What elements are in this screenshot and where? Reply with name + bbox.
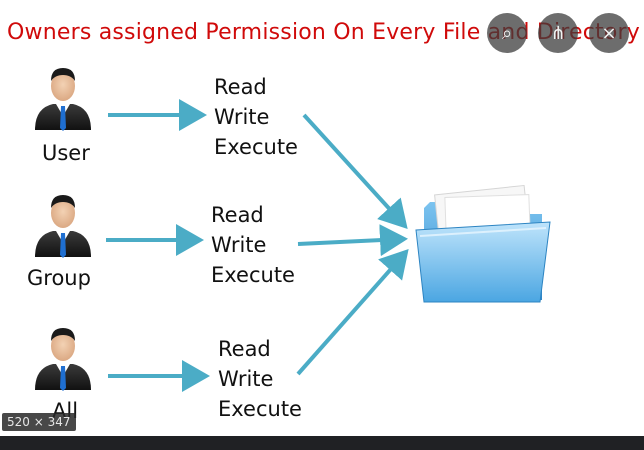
permission-diagram: User Group All Read Write Execute Read W… — [27, 68, 551, 423]
visual-search-icon[interactable]: ⌕ — [487, 13, 527, 53]
group-to-folder-arrow — [297, 224, 408, 257]
diagram-title: Owners assigned Permission On Every File… — [7, 20, 641, 45]
permission-write: Write — [218, 367, 273, 391]
all-person-icon — [35, 328, 91, 391]
image-size-badge: 520 × 347 — [2, 413, 76, 431]
permission-read: Read — [218, 337, 271, 361]
group-permissions: Read Write Execute — [211, 203, 295, 287]
permission-execute: Execute — [218, 397, 302, 421]
user-person-icon — [35, 68, 91, 131]
permission-write: Write — [214, 105, 269, 129]
all-to-folder-arrow — [296, 249, 409, 376]
folder-icon — [415, 184, 551, 303]
permission-write: Write — [211, 233, 266, 257]
permission-read: Read — [214, 75, 267, 99]
viewer-bottom-bar — [0, 436, 644, 450]
share-icon[interactable]: ⋔ — [538, 13, 578, 53]
close-icon[interactable]: × — [589, 13, 629, 53]
user-to-folder-arrow — [302, 113, 408, 229]
user-permissions: Read Write Execute — [214, 75, 298, 159]
permission-read: Read — [211, 203, 264, 227]
all-permissions: Read Write Execute — [218, 337, 302, 421]
group-person-icon — [35, 195, 91, 258]
role-label-user: User — [42, 141, 90, 165]
permission-execute: Execute — [214, 135, 298, 159]
role-label-group: Group — [27, 266, 91, 290]
permission-execute: Execute — [211, 263, 295, 287]
diagram-image: Owners assigned Permission On Every File… — [0, 0, 644, 436]
